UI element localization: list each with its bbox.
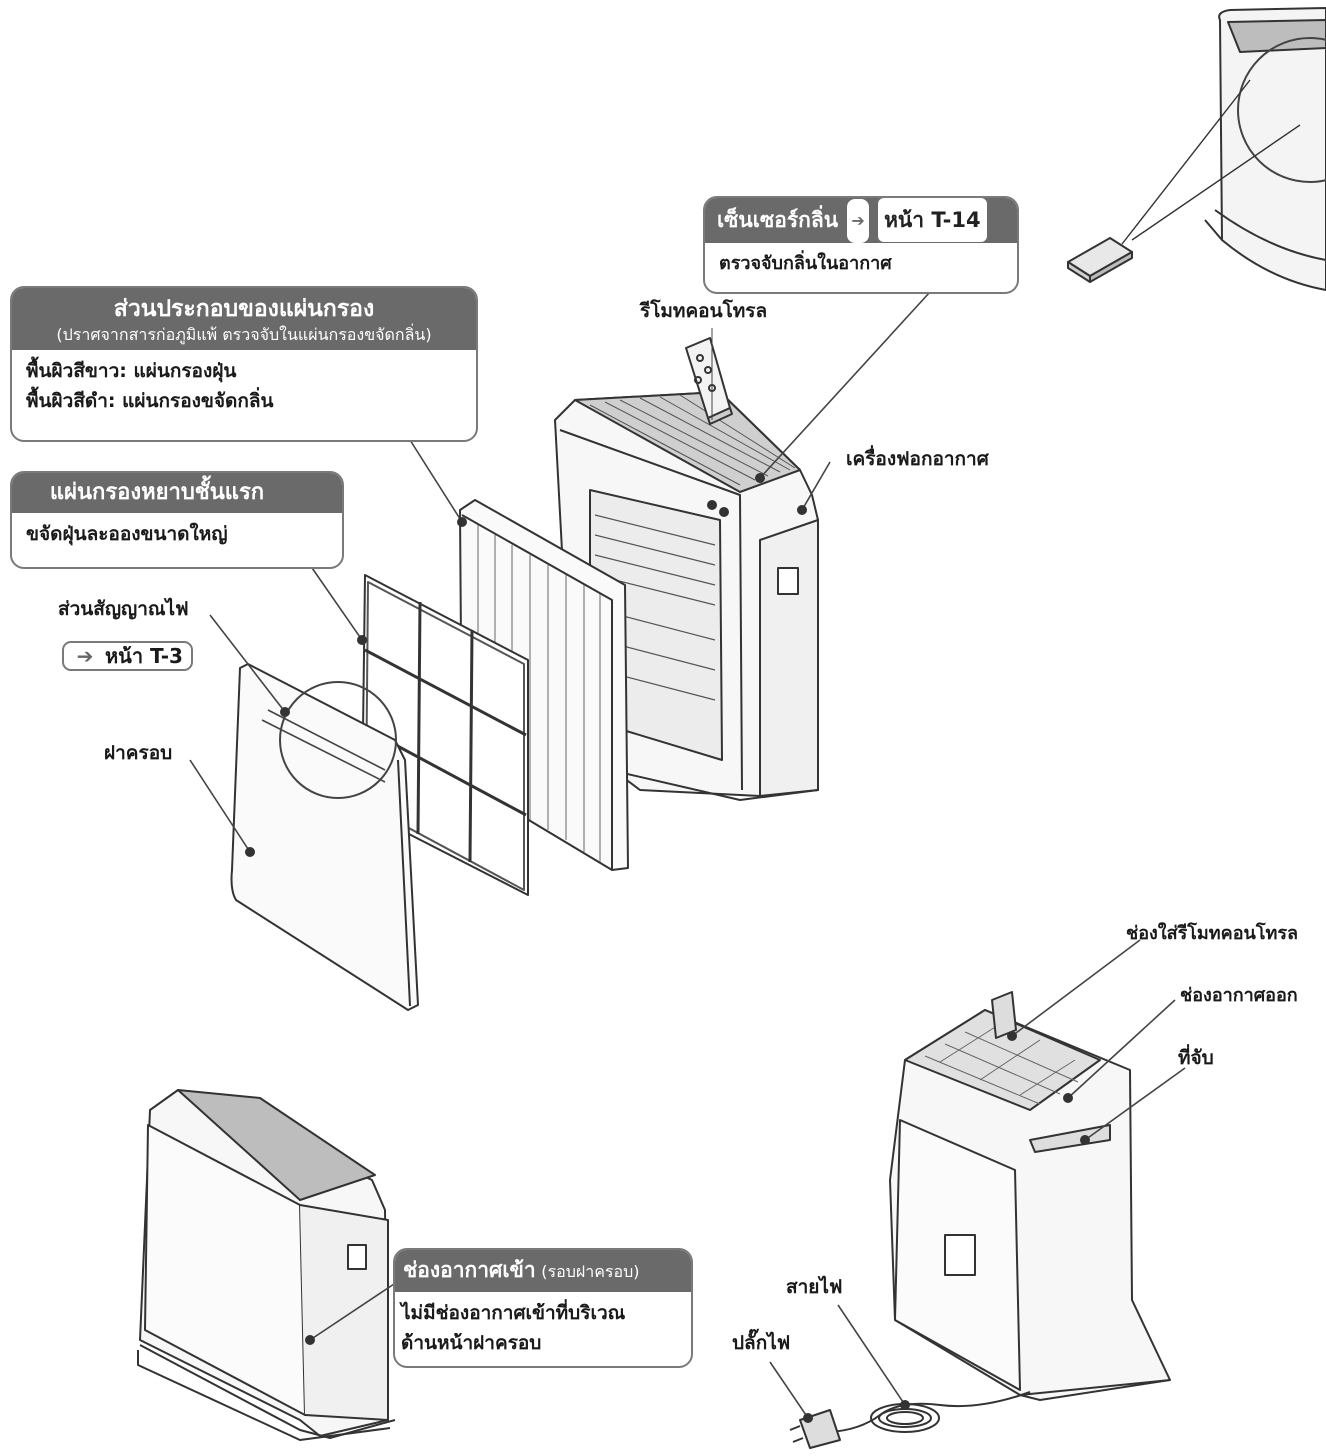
right-arrow-icon: ➔ [847,199,869,243]
air-inlet-line-1: ไม่มีช่องอากาศเข้าที่บริเวณ [401,1302,626,1324]
air-inlet-callout: ช่องอากาศเข้า (รอบฝาครอบ) ไม่มีช่องอากาศ… [393,1248,693,1368]
air-inlet-line-2: ด้านหน้าฝาครอบ [401,1332,542,1354]
label-purifier: เครื่องฟอกอากาศ [846,448,989,470]
filter-components-title: ส่วนประกอบของแผ่นกรอง [113,296,375,322]
corner-unit-illustration [1204,7,1326,291]
filter-line-1: พื้นผิวสีขาว: แผ่นกรองฝุ่น [26,360,237,382]
filter-line-2: พื้นผิวสีดำ: แผ่นกรองขจัดกลิ่น [26,390,274,412]
remote-small-illustration [1067,79,1301,283]
odor-sensor-title: เซ็นเซอร์กลิ่น [717,208,839,232]
odor-sensor-callout: เซ็นเซอร์กลิ่น ➔ หน้า T-14 ตรวจจับกลิ่นใ… [703,196,1019,294]
prefilter-title: แผ่นกรองหยาบชั้นแรก [12,473,342,513]
label-power-cord: สายไฟ [786,1276,843,1298]
assembled-front-unit-illustration [137,1089,396,1441]
odor-sensor-header: เซ็นเซอร์กลิ่น ➔ หน้า T-14 [705,198,1017,243]
prefilter-line: ขจัดฝุ่นละอองขนาดใหญ่ [26,523,228,545]
right-arrow-icon: ➔ [76,644,94,668]
remote-center-illustration [685,337,733,425]
filter-components-callout: ส่วนประกอบของแผ่นกรอง (ปราศจากสารก่อภูมิ… [10,286,478,442]
signal-page-text: หน้า T-3 [104,644,183,668]
power-cord-illustration [789,1391,1031,1449]
air-inlet-header: ช่องอากาศเข้า (รอบฝาครอบ) [395,1250,691,1292]
main-body-illustration [554,391,819,801]
filter-components-subtitle: (ปราศจากสารก่อภูมิแพ้ ตรวจจับในแผ่นกรองข… [56,325,432,344]
prefilter-callout: แผ่นกรองหยาบชั้นแรก ขจัดฝุ่นละอองขนาดใหญ… [10,471,344,569]
leader-lines [189,291,1186,1419]
signal-page-link[interactable]: ➔ หน้า T-3 [62,641,193,671]
rear-unit-illustration [889,991,1171,1401]
label-cover: ฝาครอบ [104,742,173,764]
label-signal: ส่วนสัญญาณไฟ [58,598,189,620]
label-air-outlet: ช่องอากาศออก [1180,985,1298,1006]
label-remote-holder: ช่องใส่รีโมทคอนโทรล [1126,923,1299,944]
air-inlet-title-note: (รอบฝาครอบ) [541,1262,640,1281]
label-handle: ที่จับ [1178,1047,1214,1069]
label-plug: ปลั๊กไฟ [732,1332,791,1354]
odor-sensor-page-link[interactable]: หน้า T-14 [878,198,987,242]
front-cover-illustration [230,663,419,1011]
filter-components-header: ส่วนประกอบของแผ่นกรอง (ปราศจากสารก่อภูมิ… [12,288,476,350]
label-remote: รีโมทคอนโทรล [640,300,768,322]
odor-sensor-line: ตรวจจับกลิ่นในอากาศ [719,253,892,274]
air-inlet-title: ช่องอากาศเข้า [403,1258,536,1282]
